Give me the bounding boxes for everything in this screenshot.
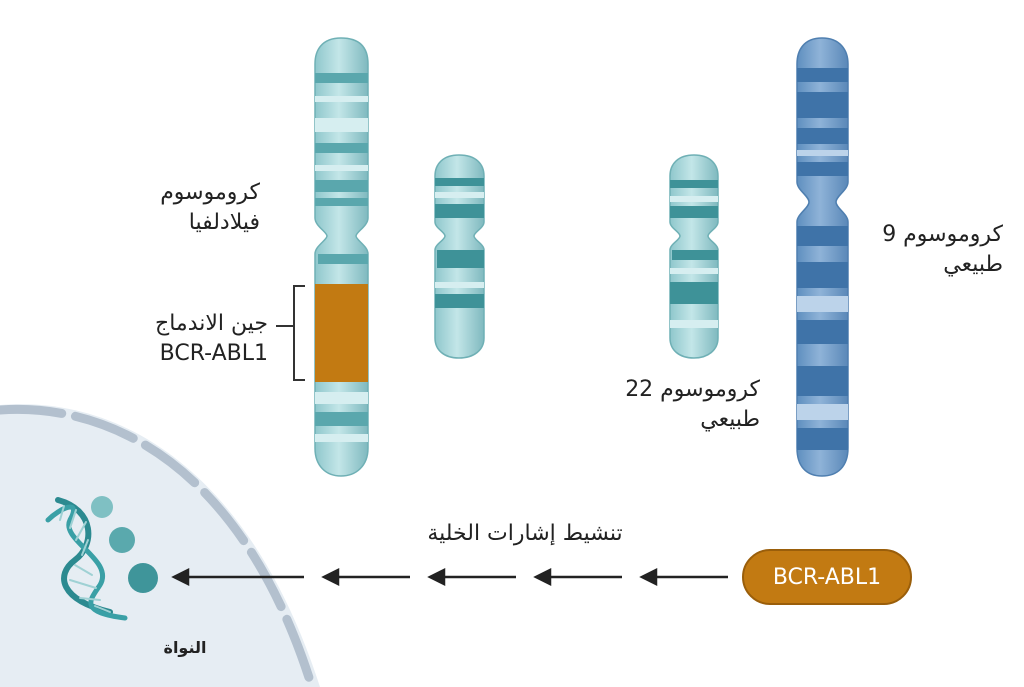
molecule-circle	[109, 527, 135, 553]
philadelphia-label-line1: كروموسوم	[160, 180, 260, 205]
chr9-label: كروموسوم 9 طبيعي	[858, 220, 1003, 280]
molecule-circle	[91, 496, 113, 518]
signaling-label: تنشيط إشارات الخلية	[427, 521, 623, 546]
fusion-bracket	[276, 285, 305, 381]
chromosome-22-normal	[669, 154, 719, 359]
philadelphia-label: كروموسوم فيلادلفيا	[140, 178, 260, 238]
molecule-circle	[128, 563, 158, 593]
nuclear-membrane	[0, 404, 317, 687]
fusion-gene-region	[315, 284, 368, 382]
bcr-abl1-protein: BCR-ABL1	[742, 549, 912, 605]
fusion-gene-label-line1: جين الاندماج	[155, 311, 268, 336]
chromosome-9-normal	[796, 37, 849, 477]
chr9-label-line1: كروموسوم 9	[882, 222, 1003, 247]
chromosome-22-derivative	[434, 154, 485, 359]
chr22-label-line1: كروموسوم 22	[625, 377, 760, 402]
chr22-label: كروموسوم 22 طبيعي	[590, 375, 760, 435]
signal-arrows	[171, 567, 728, 587]
cell-cytoplasm	[0, 404, 320, 687]
fusion-gene-label-line2: BCR-ABL1	[159, 341, 268, 366]
nucleus-label: النواة	[163, 638, 207, 657]
bcr-abl1-protein-label: BCR-ABL1	[772, 564, 882, 590]
fusion-gene-label: جين الاندماج BCR-ABL1	[108, 309, 268, 369]
dna-helix-icon	[45, 497, 128, 621]
cell	[0, 404, 320, 687]
philadelphia-chromosome	[314, 37, 369, 477]
chr9-label-line2: طبيعي	[943, 252, 1003, 277]
philadelphia-label-line2: فيلادلفيا	[188, 210, 260, 235]
chr22-label-line2: طبيعي	[700, 407, 760, 432]
